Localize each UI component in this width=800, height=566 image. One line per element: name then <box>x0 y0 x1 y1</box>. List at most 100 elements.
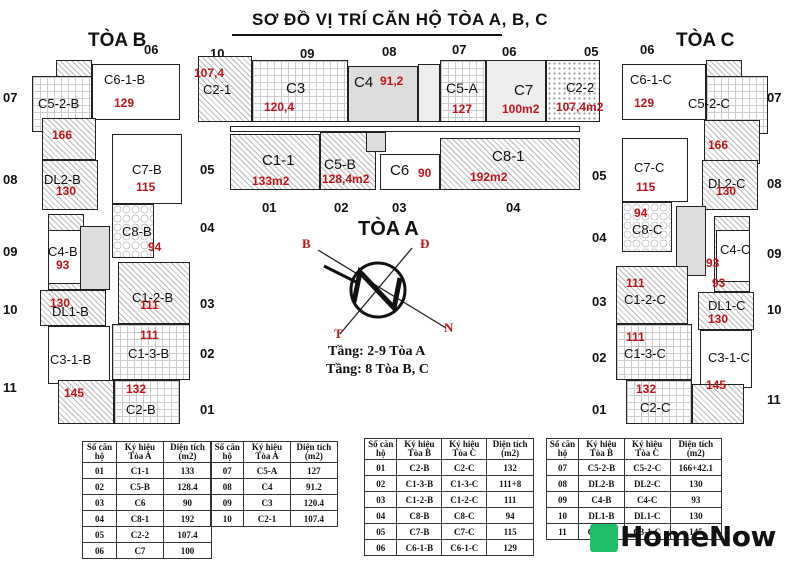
unit-c8-1[interactable] <box>440 138 580 190</box>
homenow-logo[interactable]: HomeNow <box>590 518 796 560</box>
unit-area: 192m2 <box>470 170 508 184</box>
unit-c3[interactable] <box>252 60 348 122</box>
unit-area: 93 <box>706 256 720 270</box>
unit-dl2-b[interactable] <box>42 160 98 210</box>
unit-dl1-b[interactable] <box>40 290 106 326</box>
unit-number: 07 <box>3 90 18 105</box>
unit-number: 09 <box>767 246 782 261</box>
unit-c4-b[interactable] <box>48 230 84 284</box>
unit-c1-3-b[interactable] <box>112 324 190 380</box>
unit-area: 115 <box>636 180 656 194</box>
unit-c6[interactable] <box>380 154 440 190</box>
unit-area: 130 <box>50 296 71 310</box>
unit-label: C4 <box>354 74 374 91</box>
unit-c1-1[interactable] <box>230 134 320 190</box>
unit-number: 08 <box>382 44 397 59</box>
unit-area: 107,4 <box>194 66 225 80</box>
unit-c7-c[interactable] <box>622 138 688 202</box>
unit-dl2-c[interactable] <box>702 160 758 210</box>
unit-area: 130 <box>716 184 737 198</box>
table-header: Số căn hộ <box>363 438 398 460</box>
unit-number: 10 <box>767 302 782 317</box>
unit-c5-a[interactable] <box>440 60 486 122</box>
unit-number: 03 <box>592 294 607 309</box>
unit-area: 120,4 <box>264 100 295 114</box>
unit-number: 05 <box>592 168 607 183</box>
unit-number: 06 <box>502 44 517 59</box>
logo-text: HomeNow <box>620 520 776 553</box>
stair-core <box>418 64 440 122</box>
unit-area: 94 <box>148 240 162 254</box>
unit-area: 130 <box>708 312 729 326</box>
table-header: Ký hiệu Tòa B <box>396 438 443 460</box>
unit-label: DL2-C <box>708 176 746 191</box>
balcony <box>42 118 96 160</box>
unit-c2-b[interactable] <box>114 380 180 424</box>
unit-area: 115 <box>136 180 156 194</box>
area-table-a2: Số căn hộ Ký hiệu Tòa A Diện tích (m2) 0… <box>209 441 339 527</box>
unit-area: 132 <box>636 382 657 396</box>
unit-area: 111 <box>626 330 645 344</box>
unit-number: 04 <box>506 200 521 215</box>
unit-label: C7-C <box>634 160 665 175</box>
corridor <box>676 206 706 276</box>
unit-c2-1[interactable] <box>198 56 252 122</box>
unit-c8-c[interactable] <box>622 202 672 252</box>
unit-area: 111 <box>140 328 159 342</box>
corridor <box>230 126 580 132</box>
unit-area: 94 <box>634 206 648 220</box>
table-header: Ký hiệu Tòa A <box>115 441 164 463</box>
unit-c1-2-c[interactable] <box>616 266 688 324</box>
floor-info-bc: Tầng: 8 Tòa B, C <box>326 362 429 377</box>
unit-c3-1-c[interactable] <box>700 330 752 388</box>
unit-c4-c[interactable] <box>716 230 750 282</box>
unit-number: 11 <box>767 392 781 407</box>
unit-label: DL1-C <box>708 298 746 313</box>
unit-area: 90 <box>418 166 432 180</box>
unit-c6-1-b[interactable] <box>92 64 180 120</box>
unit-c4[interactable] <box>348 66 418 122</box>
unit-label: C6-1-C <box>630 72 672 87</box>
unit-number: 08 <box>767 176 782 191</box>
unit-label: C3-1-B <box>50 352 92 367</box>
compass <box>317 247 447 335</box>
unit-c1-2-b[interactable] <box>118 262 190 324</box>
unit-c7[interactable] <box>486 60 546 122</box>
compass-needle <box>323 264 357 284</box>
unit-number: 07 <box>767 90 782 105</box>
unit-c8-b[interactable] <box>112 204 154 258</box>
unit-area: 93 <box>712 276 726 290</box>
table-header: Diện tích (m2) <box>289 441 339 463</box>
north-arrow-icon <box>351 266 403 314</box>
unit-number: 03 <box>200 296 215 311</box>
tower-c-label: TÒA C <box>676 30 735 51</box>
unit-label: C8-B <box>122 224 152 239</box>
floor-info-a: Tầng: 2-9 Tòa A <box>328 344 426 359</box>
table-header: Số căn hộ <box>82 441 117 463</box>
unit-area: 130 <box>56 184 77 198</box>
unit-dl1-c[interactable] <box>698 292 754 330</box>
unit-c6-1-c[interactable] <box>622 64 706 120</box>
unit-number: 06 <box>640 42 655 57</box>
unit-number: 01 <box>592 402 607 417</box>
unit-label: C6-1-B <box>104 72 146 87</box>
unit-label: C8-C <box>632 222 663 237</box>
table-header: Diện tích (m2) <box>162 441 213 463</box>
unit-area: 127 <box>452 102 473 116</box>
unit-label: C4-C <box>720 242 751 257</box>
unit-c7-b[interactable] <box>112 134 182 204</box>
unit-c2-2[interactable] <box>546 60 600 122</box>
unit-area: 166 <box>708 138 729 152</box>
compass-label-n: N <box>444 320 454 335</box>
unit-c2-c[interactable] <box>626 380 692 424</box>
unit-area: 93 <box>56 258 70 272</box>
unit-c1-3-c[interactable] <box>616 324 692 380</box>
unit-number: 02 <box>200 346 215 361</box>
